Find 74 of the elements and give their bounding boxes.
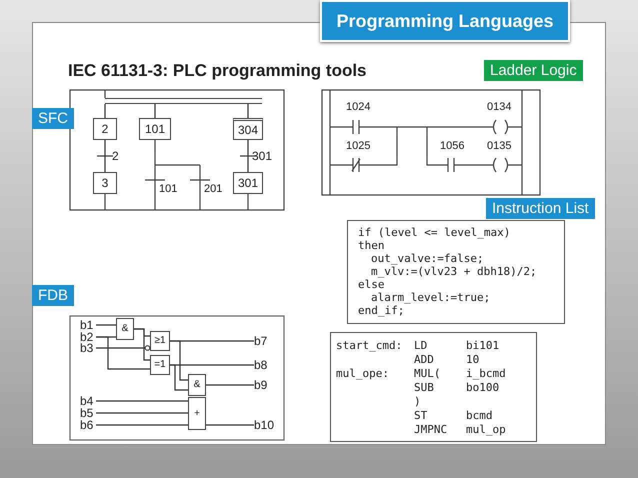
connector-line [96,345,150,351]
transition-label: 201 [204,184,222,195]
connector-line [247,140,249,172]
code-token: LD [414,340,428,351]
signal-label: b10 [254,418,276,432]
connector-line [96,336,150,370]
code-token: ST [414,410,428,421]
section-tag: Instruction List [486,198,595,219]
code-line: alarm_level:=true; [371,292,490,303]
contact-address: 1025 [346,141,370,152]
signal-label: b3 [80,341,96,355]
sfc-bus-bar [105,98,262,104]
signal-label: b7 [254,334,272,348]
code-token: MUL( [414,368,440,379]
contact-address: 1024 [346,102,370,113]
signal-label: b5 [80,406,96,420]
logic-gate-box: ≥1 [150,331,170,351]
code-token: bi101 [466,340,500,351]
code-token: 10 [466,354,480,365]
connector-line [104,140,106,172]
code-line: if (level <= level_max) [358,227,510,238]
connector-line [96,400,189,402]
code-token: start_cmd: [336,340,402,351]
code-line: else [358,279,384,290]
code-token: ) [414,396,421,407]
transition-label: 301 [252,150,272,162]
transition-label: 101 [159,184,178,195]
title-tab: Programming Languages [320,0,570,42]
contact-address: 1056 [440,141,464,152]
step-box: 3 [93,172,117,194]
signal-label: b4 [80,394,96,408]
code-token: bo100 [466,382,500,393]
code-line: then [358,240,384,251]
transition-label: 2 [112,150,119,162]
heading: IEC 61131-3: PLC programming tools [68,62,367,79]
step-box: 101 [139,118,171,140]
step-box: 2 [93,118,117,140]
code-token: mul_ope: [336,368,389,379]
signal-label: b9 [254,378,272,392]
logic-gate-box: =1 [150,355,170,375]
signal-label: b8 [254,358,272,372]
step-box: 301 [233,172,263,194]
connector-line [247,104,249,118]
code-line: m_vlv:=(vlv23 + dbh18)/2; [371,266,537,277]
logic-gate-box: & [188,374,206,396]
connector-line [206,424,255,426]
connector-line [134,328,150,361]
section-tag: FDB [32,285,74,306]
signal-label: b1 [80,318,96,332]
step-box: 304 [233,118,263,140]
section-tag: Ladder Logic [484,60,583,81]
logic-gate-box: + [188,397,206,430]
code-line: out_valve:=false; [371,253,484,264]
connector-line [96,412,189,414]
section-tag: SFC [32,108,74,129]
code-line: end_if; [358,305,404,316]
code-token: JMPNC [414,424,448,435]
signal-label: b6 [80,418,96,432]
connector-line [170,340,188,381]
code-token: mul_op [466,424,506,435]
signal-label: b2 [80,330,96,344]
logic-gate-box: & [116,318,134,340]
connector-line [96,424,189,426]
connector-line [206,384,255,386]
coil-address: 0134 [487,102,512,113]
code-token: SUB [414,382,434,393]
connector-line [104,104,106,118]
code-token: bcmd [466,410,492,421]
connector-line [170,364,188,391]
code-token: ADD [414,354,434,365]
coil-address: 0135 [487,141,512,152]
connector-line [154,104,156,118]
connector-line [96,324,117,326]
code-token: i_bcmd [466,368,506,379]
